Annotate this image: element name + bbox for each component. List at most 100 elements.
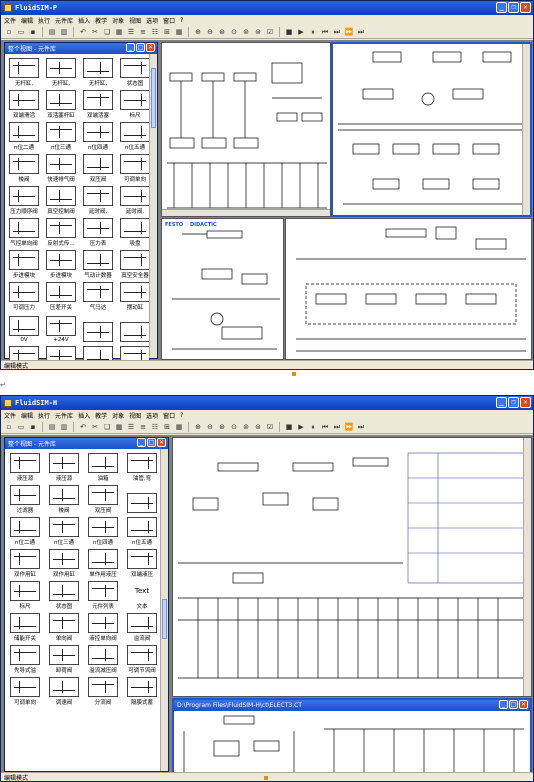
stop-icon[interactable]: ■ xyxy=(285,27,293,36)
menu-file[interactable]: 文件 xyxy=(4,17,17,25)
library-component[interactable]: 油箱 xyxy=(85,451,121,482)
library-component[interactable]: 步进模块 xyxy=(7,248,41,279)
check-icon[interactable]: ☑ xyxy=(266,422,274,431)
menu-view[interactable]: 视图 xyxy=(129,412,142,420)
zoom-out-icon[interactable]: ⊖ xyxy=(207,27,213,36)
library-component[interactable]: 过滤器 xyxy=(7,483,43,514)
zoom-fit-icon[interactable]: ⊛ xyxy=(219,422,225,431)
zoom-fit-icon[interactable]: ⊛ xyxy=(219,27,225,36)
library-component[interactable]: 梭阀 xyxy=(46,483,82,514)
align-icon[interactable]: ☰ xyxy=(127,27,135,36)
zoom-out-icon[interactable]: ⊖ xyxy=(207,422,213,431)
zoom-all-icon[interactable]: ⊜ xyxy=(255,27,261,36)
menu-window[interactable]: 窗口 xyxy=(163,412,176,420)
reset-icon[interactable]: ⏮ xyxy=(321,27,329,36)
library-minimize-button[interactable]: _ xyxy=(126,43,135,52)
menu-edit[interactable]: 编辑 xyxy=(21,17,34,25)
cut-icon[interactable]: ✂ xyxy=(92,422,98,431)
library-component[interactable]: 气马达 xyxy=(81,280,115,311)
stop-icon[interactable]: ■ xyxy=(285,422,293,431)
grid-icon[interactable]: ▦ xyxy=(175,422,183,431)
library-component[interactable]: 液压源 xyxy=(7,451,43,482)
library-title-bar[interactable]: 整个视图 - 元件库 _ □ ✕ xyxy=(5,438,168,449)
library-component[interactable]: 标尺 xyxy=(118,88,152,119)
library-component[interactable] xyxy=(124,483,160,514)
circuit-diagram[interactable] xyxy=(162,43,331,217)
circuit-diagram[interactable] xyxy=(173,438,532,697)
library-component[interactable]: 0V xyxy=(7,312,41,343)
menu-didactics[interactable]: 教学 xyxy=(95,17,108,25)
library-component[interactable]: 隔膜式蓄 xyxy=(124,675,160,706)
library-restore-button[interactable]: □ xyxy=(136,43,145,52)
open-folder-icon[interactable]: ▭ xyxy=(17,422,25,431)
library-component[interactable]: 梭阀 xyxy=(7,152,41,183)
library-component[interactable]: 双作用缸 xyxy=(46,547,82,578)
doc-title-bar[interactable]: D:\Program Files\FluidSIM-H\ct\ELECT3.CT… xyxy=(174,700,530,711)
library-component[interactable]: 延时阀, xyxy=(118,184,152,215)
close-button[interactable]: ✕ xyxy=(520,397,531,408)
library-component[interactable]: 双端活塞 xyxy=(81,88,115,119)
align-center-icon[interactable]: ≡ xyxy=(140,422,146,431)
library-component[interactable] xyxy=(118,312,152,343)
library-component[interactable]: 吸盘 xyxy=(118,216,152,247)
library-component[interactable]: 可调单向 xyxy=(7,675,43,706)
check-icon[interactable]: ☑ xyxy=(266,27,274,36)
cut-icon[interactable]: ✂ xyxy=(92,27,98,36)
circuit-window-1[interactable] xyxy=(161,42,331,217)
menu-view[interactable]: 视图 xyxy=(129,17,142,25)
library-component[interactable]: +24V xyxy=(44,312,78,343)
step-forward-icon[interactable]: ⏩ xyxy=(344,27,354,36)
menu-insert[interactable]: 插入 xyxy=(78,17,91,25)
library-component[interactable]: 卸荷阀 xyxy=(46,643,82,674)
library-component[interactable]: 步进模块 xyxy=(44,248,78,279)
elect3-window[interactable]: D:\Program Files\FluidSIM-H\ct\ELECT3.CT… xyxy=(172,698,532,781)
step-icon[interactable]: ⏭ xyxy=(333,27,341,36)
library-component[interactable]: n位五通 xyxy=(124,515,160,546)
library-component[interactable]: 可调压力 xyxy=(7,280,41,311)
menu-help[interactable]: ? xyxy=(180,411,184,419)
library-component[interactable]: n位四通 xyxy=(81,120,115,151)
library-component[interactable]: n位三通 xyxy=(46,515,82,546)
library-component[interactable]: 双压阀 xyxy=(85,483,121,514)
maximize-button[interactable]: ❐ xyxy=(508,397,519,408)
new-file-icon[interactable]: ▫ xyxy=(6,27,12,36)
menu-window[interactable]: 窗口 xyxy=(163,17,176,25)
scroll-thumb[interactable] xyxy=(151,68,156,128)
copy-icon[interactable]: ❏ xyxy=(103,27,111,36)
circuit-window-2[interactable] xyxy=(331,42,532,217)
reset-icon[interactable]: ⏮ xyxy=(321,422,329,431)
minimize-button[interactable]: _ xyxy=(496,2,507,13)
horizontal-scrollbar[interactable] xyxy=(162,209,330,216)
library-component[interactable]: 可调节流阀 xyxy=(124,643,160,674)
menu-options[interactable]: 选项 xyxy=(146,17,159,25)
library-component[interactable]: 无杆缸, xyxy=(44,56,78,87)
library-component[interactable]: 双压阀 xyxy=(81,152,115,183)
library-component[interactable]: n位三通 xyxy=(44,120,78,151)
library-component[interactable]: n位二通 xyxy=(7,120,41,151)
paste-icon[interactable]: ▦ xyxy=(115,27,123,36)
library-component[interactable]: 单作用液压 xyxy=(85,547,121,578)
library-component[interactable]: 储能开关 xyxy=(7,611,43,642)
print-preview-icon[interactable]: ▤ xyxy=(48,27,56,36)
library-component[interactable]: 调速阀 xyxy=(46,675,82,706)
library-component[interactable]: 双端滑活 xyxy=(7,88,41,119)
zoom-in-icon[interactable]: ⊕ xyxy=(195,422,201,431)
library-scrollbar[interactable] xyxy=(149,54,157,358)
library-component[interactable]: 延时阀, xyxy=(81,184,115,215)
align-center-icon[interactable]: ≡ xyxy=(140,27,146,36)
zoom-previous-icon[interactable]: ⊚ xyxy=(243,422,249,431)
menu-execute[interactable]: 执行 xyxy=(38,412,51,420)
library-component[interactable]: 压差开关 xyxy=(44,280,78,311)
library-component[interactable]: n位五通 xyxy=(118,120,152,151)
circuit-window-4[interactable] xyxy=(285,218,532,360)
resize-handle[interactable] xyxy=(264,776,268,780)
menu-object[interactable]: 对象 xyxy=(112,17,125,25)
print-icon[interactable]: ▥ xyxy=(60,27,68,36)
doc-minimize-button[interactable]: _ xyxy=(499,700,508,709)
resize-handle[interactable] xyxy=(292,372,296,376)
library-component[interactable]: n位四通 xyxy=(85,515,121,546)
copy-icon[interactable]: ❏ xyxy=(103,422,111,431)
circuit-diagram[interactable] xyxy=(286,219,532,360)
align-right-icon[interactable]: ☷ xyxy=(151,422,159,431)
library-component[interactable]: 先导式溢 xyxy=(7,643,43,674)
